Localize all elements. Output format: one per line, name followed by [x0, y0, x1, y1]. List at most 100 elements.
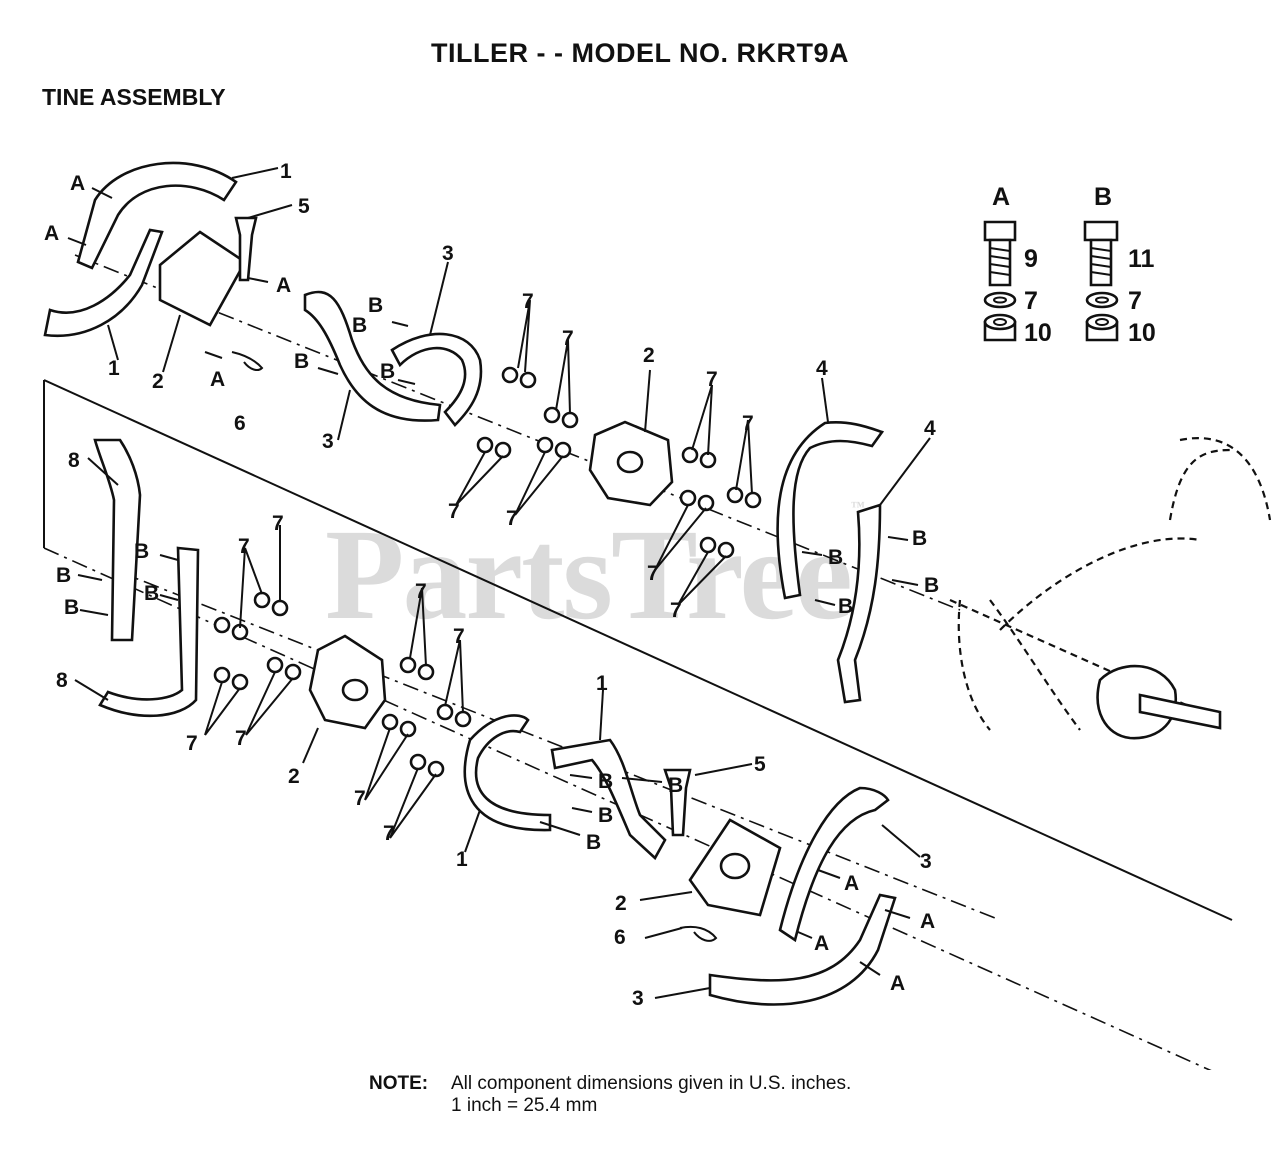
- callout-7: 7: [235, 727, 247, 750]
- legend-a-bolt-number: 9: [1024, 245, 1038, 273]
- callout-7: 7: [647, 562, 659, 585]
- callout-7: 7: [522, 290, 534, 313]
- callout-2: 2: [288, 765, 300, 788]
- tine-1-lower-left: [43, 228, 164, 338]
- fastener-label-b: B: [368, 294, 383, 317]
- tine-4-right: [836, 503, 882, 704]
- callout-2: 2: [152, 370, 164, 393]
- callout-3: 3: [442, 242, 454, 265]
- tiller-housing: [957, 437, 1272, 740]
- bolt-icon: [983, 220, 1017, 287]
- fastener-label-b: B: [144, 582, 159, 605]
- clevis-pin-5-upper: [234, 216, 258, 282]
- leader-lines: [74, 167, 931, 999]
- fastener-label-b: B: [924, 574, 939, 597]
- hex-nut-icon: [983, 313, 1017, 342]
- callout-7: 7: [354, 787, 366, 810]
- callout-7: 7: [415, 580, 427, 603]
- lock-washer-icon: [1085, 291, 1119, 309]
- hub-2-lower-right-bore: [719, 852, 751, 880]
- callout-1: 1: [596, 672, 608, 695]
- tine-3-lower-bottom: [708, 893, 897, 1006]
- callout-4: 4: [816, 357, 828, 380]
- fastener-label-a: A: [844, 872, 859, 895]
- fastener-label-b: B: [598, 770, 613, 793]
- hairpin-clip-6-upper: [231, 351, 264, 371]
- callout-2: 2: [643, 344, 655, 367]
- hardware-legend: A B 9 11 7: [983, 183, 1156, 347]
- fastener-label-a: A: [814, 932, 829, 955]
- fastener-label-a: A: [920, 910, 935, 933]
- lower-tine-assembly: [93, 438, 897, 1006]
- fastener-label-b: B: [912, 527, 927, 550]
- legend-b-bolt-number: 11: [1128, 245, 1155, 273]
- fastener-label-b: B: [64, 596, 79, 619]
- callout-5: 5: [298, 195, 310, 218]
- fastener-label-b: B: [294, 350, 309, 373]
- fastener-label-a: A: [44, 222, 59, 245]
- callout-3: 3: [920, 850, 932, 873]
- hub-2-lower-center-bore: [341, 678, 369, 702]
- callout-3: 3: [322, 430, 334, 453]
- callout-7: 7: [272, 512, 284, 535]
- tine-8-upper: [93, 438, 142, 642]
- legend-b-nut-number: 10: [1128, 319, 1156, 347]
- dimension-note: NOTE: All component dimensions given in U…: [369, 1073, 851, 1117]
- callout-6: 6: [614, 926, 626, 949]
- tine-1-upper-left: [76, 161, 238, 270]
- callout-8: 8: [56, 669, 68, 692]
- callout-1: 1: [108, 357, 120, 380]
- lock-washer-icon: [983, 291, 1017, 309]
- note-label: NOTE:: [369, 1073, 429, 1094]
- fastener-label-b: B: [380, 360, 395, 383]
- callout-7: 7: [562, 327, 574, 350]
- fastener-label-a: A: [70, 172, 85, 195]
- fastener-label-b: B: [586, 831, 601, 854]
- fastener-label-a: A: [890, 972, 905, 995]
- axle-shaft: [1138, 693, 1222, 730]
- bolt-icon: [1083, 220, 1119, 287]
- callout-4: 4: [924, 417, 936, 440]
- tine-3-upper: [303, 290, 442, 422]
- tine-1-lower-right: [550, 738, 667, 861]
- hub-2-upper-left: [158, 230, 247, 327]
- hairpin-clip-6-lower: [679, 925, 718, 942]
- tine-1-lower-center: [463, 714, 552, 832]
- callout-7: 7: [186, 732, 198, 755]
- watermark-text: PartsTree: [325, 503, 853, 647]
- callout-1: 1: [280, 160, 292, 183]
- callout-8: 8: [68, 449, 80, 472]
- legend-a-label: A: [992, 183, 1010, 211]
- exploded-parts-diagram: A B 9 11 7: [43, 160, 1272, 1070]
- callout-7: 7: [238, 535, 250, 558]
- tine-3-lower-right: [778, 786, 890, 943]
- fastener-arrows: [67, 187, 919, 976]
- callout-3: 3: [632, 987, 644, 1010]
- watermark: PartsTree™: [325, 500, 865, 650]
- fastener-label-a: A: [276, 274, 291, 297]
- callout-7: 7: [453, 625, 465, 648]
- fastener-label-b: B: [352, 314, 367, 337]
- legend-a-washer-number: 7: [1024, 287, 1038, 315]
- legend-b-label: B: [1094, 183, 1112, 211]
- callout-7: 7: [448, 500, 460, 523]
- callout-5: 5: [754, 753, 766, 776]
- fastener-label-b: B: [668, 774, 683, 797]
- washer-set: [213, 366, 762, 778]
- tine-4-left: [776, 421, 885, 600]
- callout-labels: 1 5 1 2 6 3 3 2 4 4 7 7 7 7 7 7 7 7 8 8 …: [44, 160, 939, 1010]
- callout-1: 1: [456, 848, 468, 871]
- fastener-label-b: B: [828, 546, 843, 569]
- callout-7: 7: [706, 368, 718, 391]
- callout-6: 6: [234, 412, 246, 435]
- hub-2-upper-center-bore: [616, 450, 644, 474]
- legend-b-washer-number: 7: [1128, 287, 1142, 315]
- callout-7: 7: [742, 412, 754, 435]
- note-line-1: All component dimensions given in U.S. i…: [451, 1073, 852, 1094]
- tine-8-lower: [98, 546, 200, 718]
- clevis-pin-5-lower: [663, 768, 692, 837]
- fastener-label-b: B: [56, 564, 71, 587]
- fastener-label-b: B: [134, 540, 149, 563]
- callout-7: 7: [383, 822, 395, 845]
- page-title: TILLER - - MODEL NO. RKRT9A: [431, 38, 849, 68]
